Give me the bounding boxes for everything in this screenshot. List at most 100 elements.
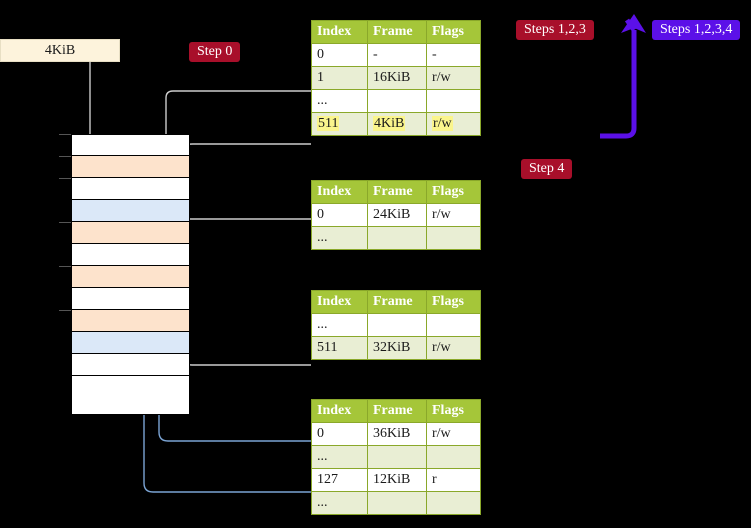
memory-row — [71, 288, 190, 310]
connector-pml4-row1 — [165, 90, 311, 167]
connector-pt-row127 — [137, 221, 311, 493]
memory-tick — [59, 266, 71, 267]
table-row: ... — [311, 491, 481, 515]
table-row: ... — [311, 89, 481, 113]
badge-step-4: Step 4 — [521, 159, 573, 179]
cell-flags — [426, 313, 481, 337]
memory-tick — [59, 178, 71, 179]
memory-tick — [59, 156, 71, 157]
cell-flags: r/w — [426, 203, 481, 227]
column-header-frame: Frame — [367, 290, 427, 314]
cell-value: r/w — [432, 116, 453, 131]
cell-index: 511 — [311, 112, 368, 136]
cell-value: 4KiB — [373, 116, 406, 131]
connector-pml4-row511 — [179, 140, 311, 154]
cell-frame — [367, 445, 427, 469]
cell-frame — [367, 491, 427, 515]
memory-row — [71, 393, 190, 415]
cell-flags: r — [426, 468, 481, 492]
physical-memory-column — [59, 134, 190, 415]
size-box-label: 4KiB — [44, 42, 76, 58]
cell-index: 1 — [311, 66, 368, 90]
column-header-index: Index — [311, 290, 368, 314]
column-header-flags: Flags — [426, 399, 481, 423]
table-row: ... — [311, 445, 481, 469]
cell-index: 0 — [311, 43, 368, 67]
cell-frame: - — [367, 43, 427, 67]
cell-flags: r/w — [426, 422, 481, 446]
cell-index: 0 — [311, 422, 368, 446]
cell-index: ... — [311, 491, 368, 515]
cell-frame: 36KiB — [367, 422, 427, 446]
table-row: 0 24KiB r/w — [311, 203, 481, 227]
column-header-frame: Frame — [367, 180, 427, 204]
cell-flags: r/w — [426, 112, 481, 136]
memory-row — [71, 222, 190, 244]
connector-pdpt-row0 — [171, 218, 311, 260]
table-row: ... — [311, 313, 481, 337]
cell-frame — [367, 226, 427, 250]
column-header-index: Index — [311, 399, 368, 423]
column-header-flags: Flags — [426, 180, 481, 204]
cell-frame — [367, 89, 427, 113]
cell-frame: 4KiB — [367, 112, 427, 136]
cell-flags: - — [426, 43, 481, 67]
column-header-index: Index — [311, 180, 368, 204]
memory-row — [71, 310, 190, 332]
memory-row — [71, 244, 190, 266]
violet-arrowhead — [621, 14, 646, 33]
page-table-pt: Index Frame Flags 0 36KiB r/w ... 127 12… — [311, 399, 481, 515]
badge-steps-1234: Steps 1,2,3,4 — [652, 20, 741, 40]
cell-value: 511 — [317, 116, 340, 131]
column-header-frame: Frame — [367, 20, 427, 44]
cell-index: ... — [311, 226, 368, 250]
cell-frame: 32KiB — [367, 336, 427, 360]
memory-row — [71, 354, 190, 376]
column-header-flags: Flags — [426, 20, 481, 44]
cell-flags — [426, 445, 481, 469]
memory-tick — [59, 310, 71, 311]
cell-index: ... — [311, 445, 368, 469]
cell-index: ... — [311, 313, 368, 337]
cell-frame — [367, 313, 427, 337]
violet-loop-arrow — [600, 18, 637, 139]
badge-step-0: Step 0 — [189, 42, 241, 62]
page-table-pml4: Index Frame Flags 0 - - 1 16KiB r/w ... … — [311, 20, 481, 136]
memory-row — [71, 332, 190, 354]
cell-frame: 24KiB — [367, 203, 427, 227]
table-row: 511 4KiB r/w — [311, 112, 481, 136]
cell-index: 0 — [311, 203, 368, 227]
table-row: 0 36KiB r/w — [311, 422, 481, 446]
size-box-4kib: 4KiB — [0, 39, 120, 62]
memory-row — [71, 200, 190, 222]
table-row: 1 16KiB r/w — [311, 66, 481, 90]
table-row: 127 12KiB r — [311, 468, 481, 492]
memory-row — [71, 266, 190, 288]
cell-flags — [426, 89, 481, 113]
connector-pt-row0 — [152, 334, 311, 442]
cell-index: 511 — [311, 336, 368, 360]
cell-index: ... — [311, 89, 368, 113]
column-header-flags: Flags — [426, 290, 481, 314]
page-table-pdpt: Index Frame Flags 0 24KiB r/w ... — [311, 180, 481, 250]
connector-pd-row511 — [173, 303, 311, 366]
memory-row — [71, 134, 190, 156]
cell-flags: r/w — [426, 66, 481, 90]
cell-flags — [426, 491, 481, 515]
column-header-frame: Frame — [367, 399, 427, 423]
table-row: 511 32KiB r/w — [311, 336, 481, 360]
cell-frame: 16KiB — [367, 66, 427, 90]
cell-index: 127 — [311, 468, 368, 492]
table-row: 0 - - — [311, 43, 481, 67]
cell-flags — [426, 226, 481, 250]
column-header-index: Index — [311, 20, 368, 44]
memory-tick — [59, 222, 71, 223]
cell-frame: 12KiB — [367, 468, 427, 492]
cell-flags: r/w — [426, 336, 481, 360]
table-row: ... — [311, 226, 481, 250]
memory-row — [71, 178, 190, 200]
memory-tick — [59, 134, 71, 135]
badge-steps-123: Steps 1,2,3 — [516, 20, 594, 40]
memory-row — [71, 156, 190, 178]
